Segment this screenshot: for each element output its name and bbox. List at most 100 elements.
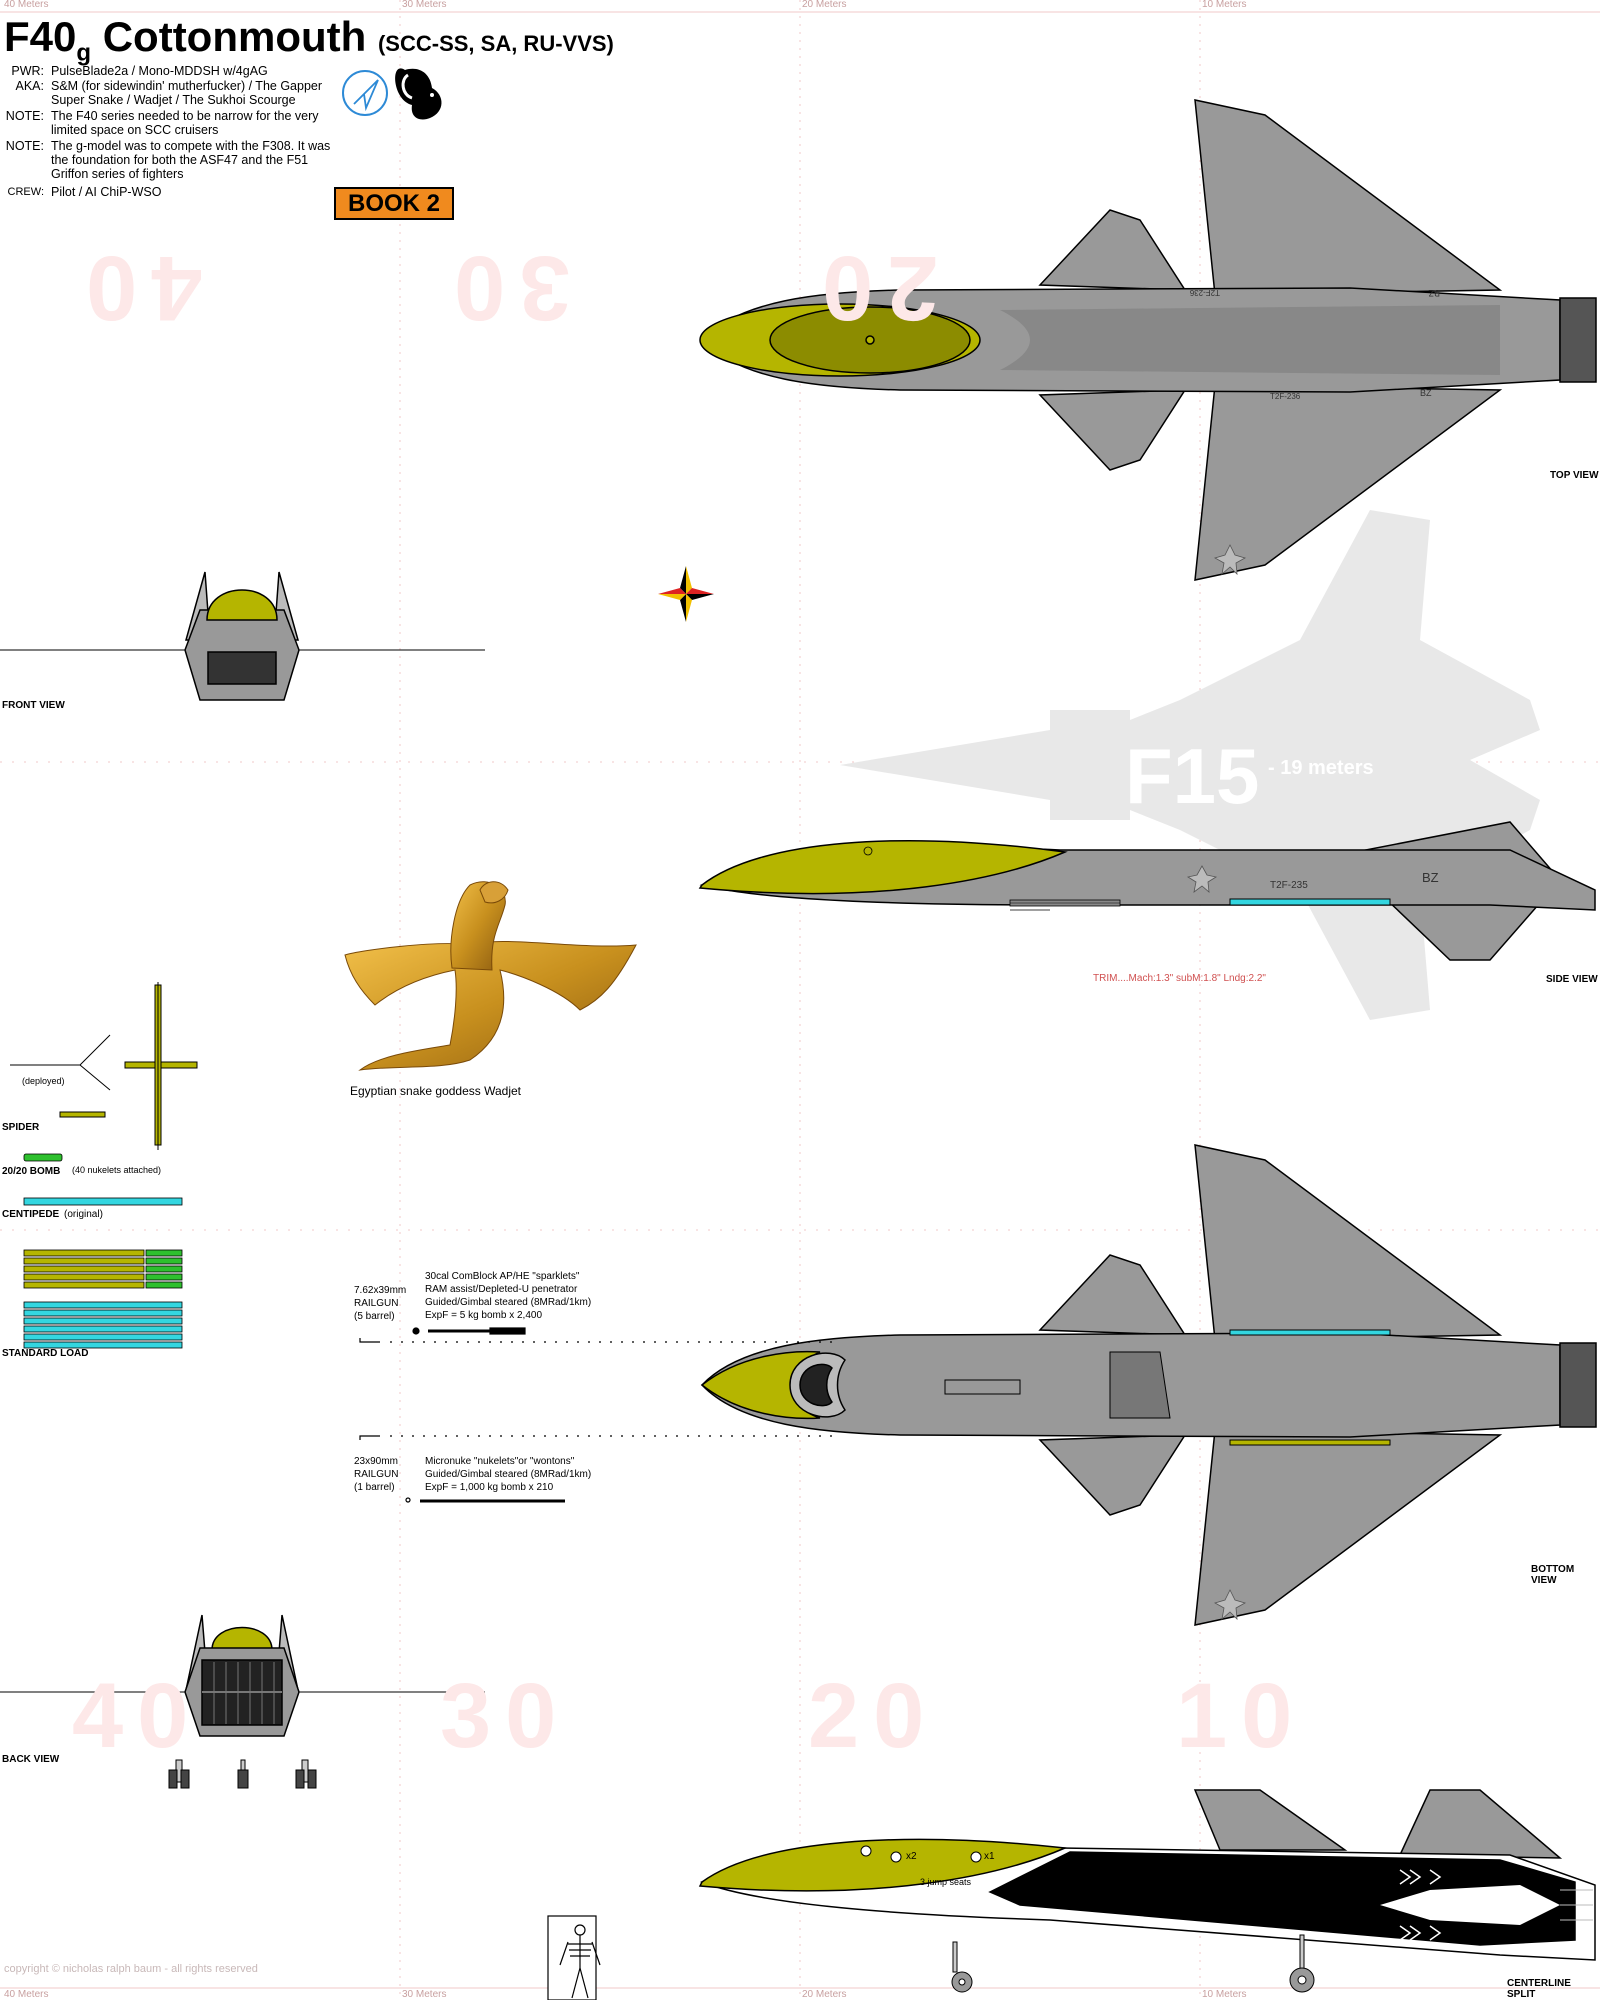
standard-load-nukelet-pack [145, 1281, 183, 1289]
view-label-bottom: BOTTOM VIEW [1531, 1564, 1575, 1586]
side-view-centipede-bay [1229, 898, 1391, 906]
standard-load-missile [23, 1273, 145, 1281]
railgun-small-line-3: Guided/Gimbal steared (8MRad/1km) [425, 1297, 592, 1308]
centerline-tail [1193, 1789, 1348, 1851]
centerline-interior [988, 1851, 1576, 1946]
railgun-small-line-4: ExpF = 5 kg bomb x 2,400 [425, 1310, 543, 1321]
bottom-view-upper-canard [1038, 1254, 1187, 1336]
emblem-star-icon [658, 566, 714, 622]
railgun-small-barrels: (5 barrel) [354, 1311, 395, 1322]
f15-label: F15 [1125, 732, 1260, 820]
skunk-icon [395, 68, 442, 120]
view-label-front: FRONT VIEW [2, 700, 65, 711]
view-label-side: SIDE VIEW [1546, 974, 1598, 985]
star-icon [1186, 865, 1218, 893]
copyright-notice: copyright © nicholas ralph baum - all ri… [4, 1963, 258, 1975]
top-view-serial-lower: T2F-236 [1270, 392, 1301, 401]
railgun-large-line-1: Micronuke "nukelets"or "wontons" [425, 1456, 575, 1467]
bomb-weapon [23, 1153, 63, 1162]
bottom-view-upper-wing [1194, 1144, 1503, 1341]
top-view-exhaust [1559, 297, 1597, 383]
crew-skull-icons [860, 1845, 982, 1863]
standard-load-centipede [23, 1317, 183, 1325]
scale-number-10: 10 [1176, 1665, 1307, 1767]
scale-number-40-flipped: 40 [72, 237, 203, 339]
top-view-lower-canard [1038, 389, 1187, 471]
aircraft-designations: (SCC-SS, SA, RU-VVS) [377, 31, 614, 56]
railgun-small-type: RAILGUN [354, 1298, 399, 1309]
bottom-view-exhaust [1559, 1342, 1597, 1428]
side-view-serial: T2F-235 [1270, 880, 1308, 891]
ruler-label-bottom-30: 30 Meters [402, 1989, 447, 2000]
front-view-aircraft [0, 571, 485, 701]
front-view-canopy [206, 589, 278, 621]
wadjet-caption: Egyptian snake goddess Wadjet [350, 1084, 521, 1098]
top-view-lower-wing [1194, 384, 1503, 581]
railgun-large-line-2: Guided/Gimbal steared (8MRad/1km) [425, 1469, 592, 1480]
back-view-canopy [211, 1626, 273, 1651]
centerline-split-aircraft [698, 1789, 1596, 1961]
view-label-centerline: CENTERLINE SPLIT [1507, 1978, 1571, 2000]
centerline-gear-icons [951, 1934, 1315, 1993]
centipede-weapon [23, 1197, 183, 1206]
standard-load-missile [23, 1257, 145, 1265]
front-view-intake [207, 651, 277, 685]
bottom-view-centipede-bay [1229, 1329, 1391, 1336]
standard-load-centipede [23, 1333, 183, 1341]
top-view-tailcode-lower: BZ [1420, 388, 1432, 398]
standard-load-centipede [23, 1301, 183, 1309]
standard-load-missile [23, 1249, 145, 1257]
railgun-leader-lines [359, 1327, 840, 1503]
standard-load-centipede [23, 1325, 183, 1333]
bottom-view-lower-wing [1194, 1429, 1503, 1626]
railgun-small-caliber: 7.62x39mm [354, 1285, 407, 1296]
standard-load-weapons [23, 1249, 183, 1349]
top-view-upper-wing [1194, 99, 1503, 296]
model-name: F40 [4, 13, 77, 60]
ruler-label-top-30: 30 Meters [402, 0, 447, 10]
landing-gear-icons [168, 1759, 317, 1789]
crew-count-x1: x1 [984, 1851, 995, 1862]
ruler-label-bottom-20: 20 Meters [802, 1989, 847, 2000]
side-view-tailcode: BZ [1422, 870, 1439, 885]
centipede-label: CENTIPEDE [2, 1209, 60, 1220]
bottom-view-lower-canard [1038, 1434, 1187, 1516]
railgun-small-line-1: 30cal ComBlock AP/HE "sparklets" [425, 1271, 580, 1282]
aircraft-name: Cottonmouth [102, 13, 367, 60]
top-view-spine [1000, 305, 1500, 375]
railgun-large-type: RAILGUN [354, 1469, 399, 1480]
back-view-aircraft [0, 1614, 485, 1737]
centipede-note: (original) [64, 1209, 103, 1220]
side-view-aircraft [698, 821, 1596, 961]
ruler-label-bottom-40: 40 Meters [4, 1989, 49, 2000]
standard-load-centipede [23, 1309, 183, 1317]
navigator-logo-icon [342, 70, 388, 116]
bomb-note: (40 nukelets attached) [72, 1165, 162, 1175]
crew-count-x2: x2 [906, 1851, 917, 1862]
standard-load-nukelet-pack [145, 1265, 183, 1273]
ruler-label-top-10: 10 Meters [1202, 0, 1247, 10]
ruler-label-top-40: 40 Meters [4, 0, 49, 10]
scale-number-30-flipped: 30 [440, 237, 571, 339]
page-title: F40g Cottonmouth (SCC-SS, SA, RU-VVS) [4, 16, 614, 65]
star-icon [1213, 1589, 1247, 1621]
railgun-large-barrels: (1 barrel) [354, 1482, 395, 1493]
standard-load-nukelet-pack [145, 1273, 183, 1281]
top-view-upper-canard [1038, 209, 1187, 291]
top-view-serial-upper: T2F-236 [1189, 288, 1220, 297]
standard-load-missile [23, 1281, 145, 1289]
top-view-tailcode-upper: BZ [1428, 288, 1440, 298]
railgun-large-line-3: ExpF = 1,000 kg bomb x 210 [425, 1482, 554, 1493]
standard-load-nukelet-pack [145, 1249, 183, 1257]
top-view-aircraft [699, 99, 1597, 581]
jump-seats-note: 3 jump seats [920, 1877, 972, 1887]
ruler-label-bottom-10: 10 Meters [1202, 1989, 1247, 2000]
bottom-view-aircraft [700, 1144, 1597, 1626]
spider-label: SPIDER [2, 1122, 40, 1133]
wadjet-image [344, 881, 637, 1071]
f15-ghost-intake [1050, 710, 1130, 820]
standard-load-missile [23, 1265, 145, 1273]
railgun-large-caliber: 23x90mm [354, 1456, 398, 1467]
f15-length-label: - 19 meters [1268, 757, 1374, 779]
